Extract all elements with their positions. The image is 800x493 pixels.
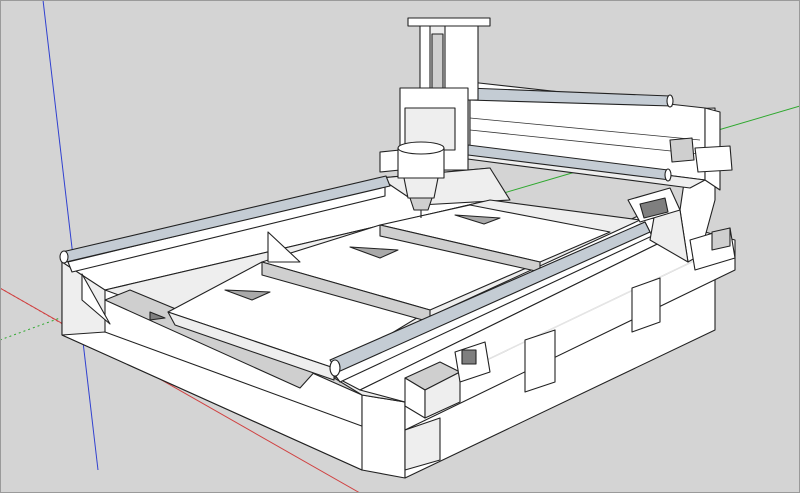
y-stepper-motor — [404, 341, 491, 419]
green-axis-dotted — [0, 317, 61, 341]
blue-axis — [42, 0, 99, 471]
gantry-beam — [459, 81, 721, 191]
right-linear-rail — [329, 221, 701, 383]
red-axis — [0, 287, 361, 493]
z-axis-assembly — [379, 17, 491, 173]
gantry-carriage — [689, 227, 736, 271]
left-linear-rail — [59, 175, 391, 273]
x-stepper-motor — [669, 137, 733, 173]
spindle — [397, 141, 445, 218]
base-legs — [404, 277, 661, 471]
